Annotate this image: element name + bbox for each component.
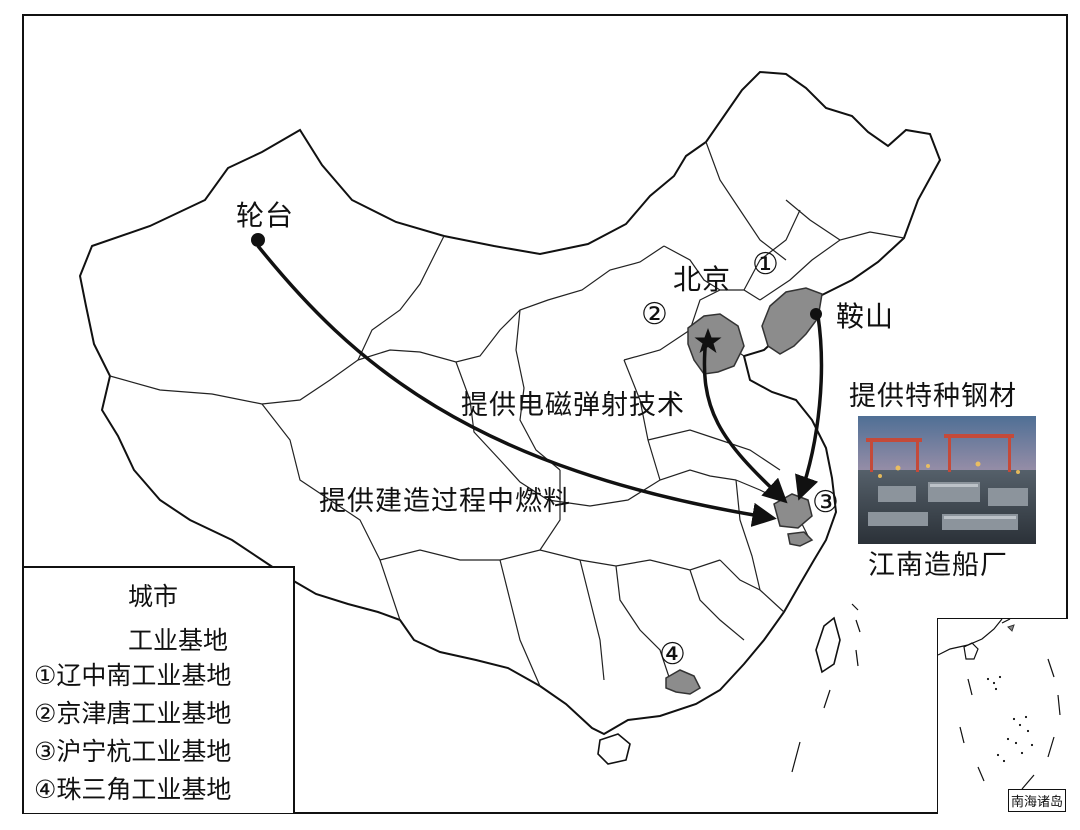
city-dot-luntai bbox=[251, 233, 265, 247]
legend-item: ③沪宁杭工业基地 bbox=[34, 737, 232, 766]
capital-star-beijing bbox=[694, 328, 722, 353]
arrow-beijing-to-jiangnan bbox=[702, 337, 788, 504]
china-outline bbox=[78, 70, 942, 736]
arrow-anshan-to-jiangnan bbox=[795, 315, 824, 501]
base-area-2 bbox=[687, 313, 745, 375]
inset-map bbox=[937, 618, 1061, 790]
base-area-3b bbox=[787, 531, 814, 547]
base-area-3a bbox=[773, 493, 813, 529]
base-area-1 bbox=[761, 287, 823, 355]
city-label-anshan: 鞍山 bbox=[836, 300, 895, 333]
south-sea-inset: 南海诸岛 bbox=[937, 618, 1068, 814]
legend: 城市 工业基地 ①辽中南工业基地 ②京津唐工业基地 ③沪宁杭工业基地 ④珠三角工… bbox=[24, 566, 295, 813]
taiwan-island bbox=[815, 616, 841, 674]
base-marker-4: ④ bbox=[659, 637, 686, 672]
province-borders bbox=[109, 141, 905, 687]
industrial-base-areas bbox=[665, 287, 823, 695]
flow-label-tech: 提供电磁弹射技术 bbox=[461, 390, 685, 421]
legend-item: ②京津唐工业基地 bbox=[34, 699, 232, 728]
base-marker-1: ① bbox=[752, 247, 779, 282]
legend-base-label: 工业基地 bbox=[128, 626, 229, 655]
destination-label: 江南造船厂 bbox=[868, 550, 1008, 581]
city-label-beijing: 北京 bbox=[673, 263, 732, 296]
city-label-luntai: 轮台 bbox=[236, 199, 295, 232]
arrow-luntai-to-jiangnan bbox=[256, 244, 777, 528]
flow-arrows bbox=[256, 244, 824, 528]
flow-label-steel: 提供特种钢材 bbox=[849, 381, 1017, 412]
base-marker-3: ③ bbox=[812, 485, 839, 520]
legend-city-label: 城市 bbox=[128, 582, 179, 611]
base-marker-2: ② bbox=[641, 297, 668, 332]
flow-label-fuel: 提供建造过程中燃料 bbox=[319, 486, 571, 517]
legend-item: ①辽中南工业基地 bbox=[34, 661, 232, 690]
hainan-island bbox=[597, 733, 631, 765]
city-dot-anshan bbox=[810, 308, 822, 320]
inset-label: 南海诸岛 bbox=[1007, 789, 1066, 812]
shipyard-photo bbox=[858, 416, 1036, 544]
base-area-4 bbox=[665, 669, 701, 695]
coastal-islands bbox=[791, 603, 861, 773]
legend-item: ④珠三角工业基地 bbox=[34, 775, 232, 804]
